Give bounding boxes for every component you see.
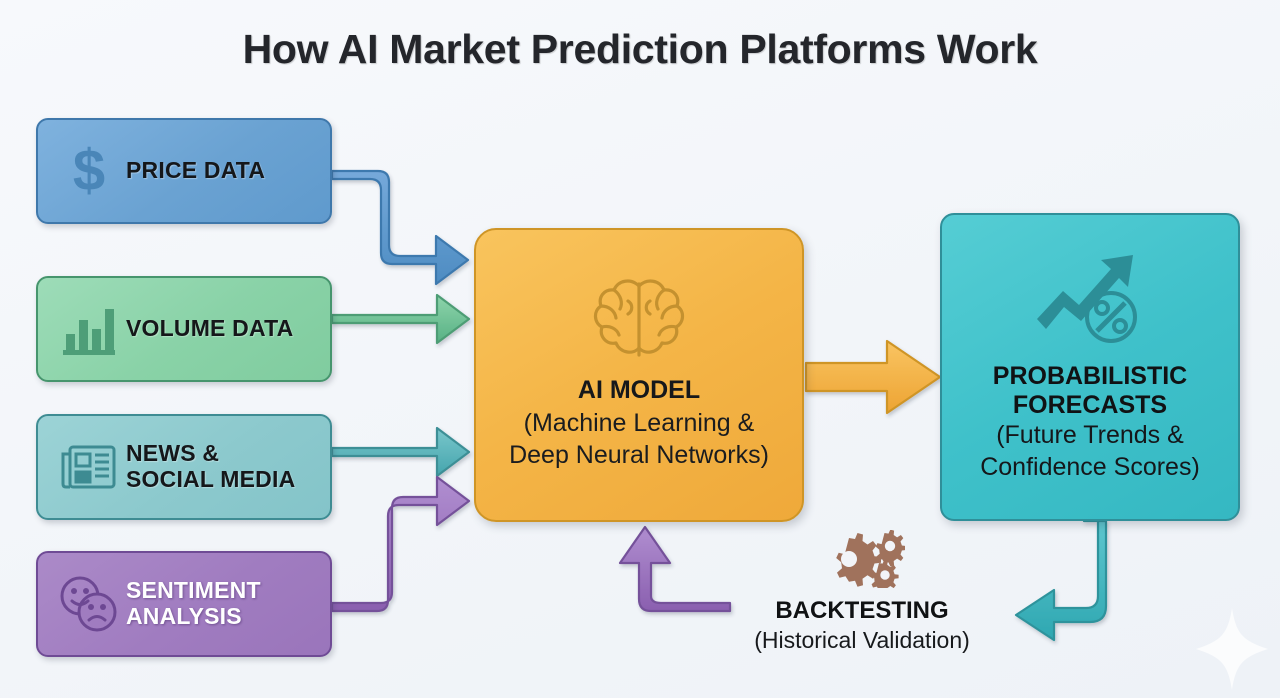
newspaper-icon (52, 441, 126, 493)
news-label-line-2: SOCIAL MEDIA (126, 466, 296, 492)
page-title: How AI Market Prediction Platforms Work (242, 26, 1038, 72)
node-backtesting-title: BACKTESTING (775, 597, 949, 624)
svg-text:$: $ (73, 138, 105, 203)
ai-subtitle-line-2: Deep Neural Networks) (509, 441, 769, 469)
node-sentiment-analysis-label: SENTIMENT ANALYSIS (126, 577, 261, 630)
node-news-social-media-label: NEWS & SOCIAL MEDIA (126, 440, 296, 493)
node-price-data-label: PRICE DATA (126, 157, 266, 184)
node-probabilistic-forecasts[interactable]: PROBABILISTIC FORECASTS (Future Trends &… (940, 213, 1240, 521)
connector-news-to-ai (330, 426, 471, 478)
node-backtesting[interactable]: BACKTESTING (Historical Validation) (712, 529, 1012, 654)
node-price-data[interactable]: $ PRICE DATA (36, 118, 332, 224)
forecast-title-line-1: PROBABILISTIC (992, 361, 1188, 390)
node-news-social-media[interactable]: NEWS & SOCIAL MEDIA (36, 414, 332, 520)
news-label-line-1: NEWS & (126, 440, 220, 467)
forecast-subtitle-line-2: Confidence Scores) (980, 452, 1200, 481)
node-volume-data-label: VOLUME DATA (126, 315, 294, 342)
node-ai-model-subtitle: (Machine Learning & Deep Neural Networks… (509, 407, 769, 471)
connector-ai-to-forecast (804, 339, 942, 415)
forecast-subtitle-line-1: (Future Trends & (996, 421, 1184, 450)
bar-chart-icon (52, 302, 126, 356)
dollar-sign-icon: $ (52, 138, 126, 204)
gears-icon (712, 529, 1012, 593)
node-volume-data[interactable]: VOLUME DATA (36, 276, 332, 382)
forecast-title-line-2: FORECASTS (1012, 390, 1168, 419)
node-ai-model[interactable]: AI MODEL (Machine Learning & Deep Neural… (474, 228, 804, 522)
node-backtesting-subtitle: (Historical Validation) (754, 627, 970, 653)
sentiment-label-line-1: SENTIMENT (126, 577, 261, 604)
node-ai-model-title: AI MODEL (577, 376, 701, 404)
sentiment-label-line-2: ANALYSIS (126, 603, 242, 629)
sparkle-icon (1196, 608, 1268, 690)
connector-forecast-to-backtesting (1014, 519, 1108, 642)
connector-volume-to-ai (330, 293, 471, 345)
ai-subtitle-line-1: (Machine Learning & (523, 409, 755, 437)
smiley-faces-icon (52, 574, 126, 634)
node-probabilistic-forecasts-title: PROBABILISTIC FORECASTS (993, 362, 1187, 420)
brain-icon (587, 273, 691, 370)
node-sentiment-analysis[interactable]: SENTIMENT ANALYSIS (36, 551, 332, 657)
node-probabilistic-forecasts-subtitle: (Future Trends & Confidence Scores) (980, 420, 1200, 483)
connector-price-to-ai (330, 169, 470, 286)
connector-sentiment-to-ai (330, 475, 471, 613)
trend-arrow-percent-icon (1033, 247, 1147, 352)
